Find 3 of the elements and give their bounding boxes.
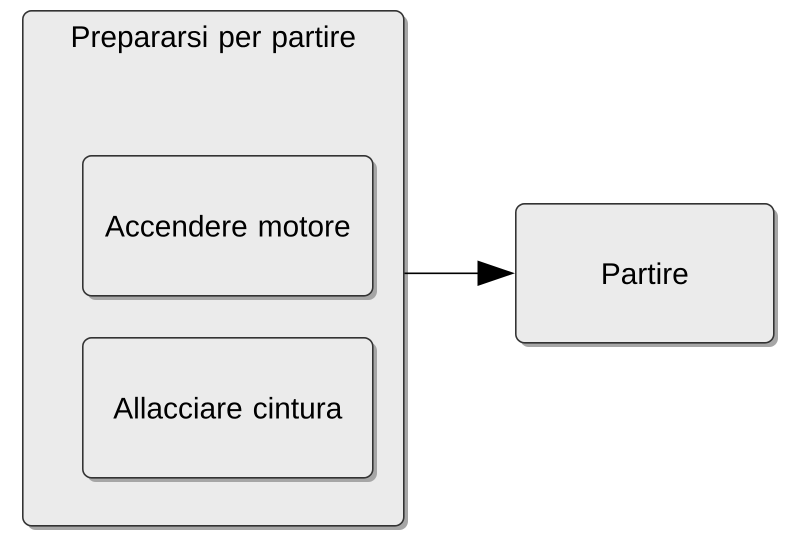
process-box: Allacciare cintura bbox=[82, 336, 377, 482]
process-box: Partire bbox=[515, 202, 778, 347]
process-box: Accendere motore bbox=[82, 154, 377, 300]
